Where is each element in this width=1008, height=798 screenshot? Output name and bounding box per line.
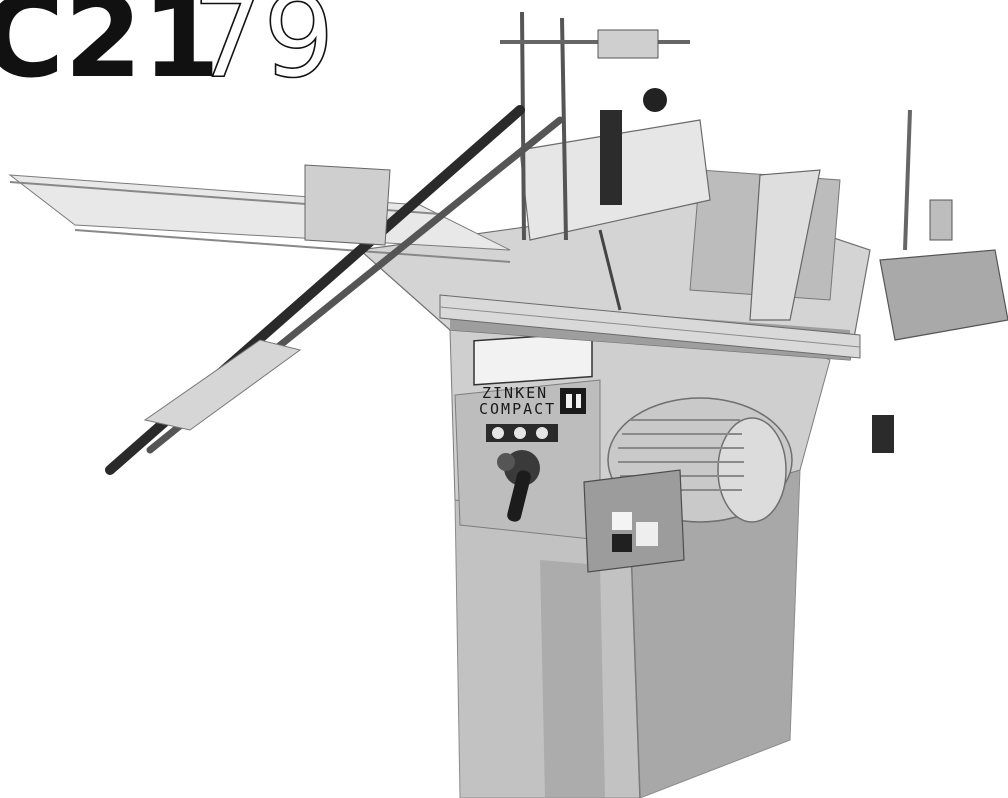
rip-fence [749, 169, 821, 321]
spindle-guard [500, 11, 711, 241]
sliding-carriage [8, 105, 564, 475]
control-dials [486, 424, 558, 442]
miter-fence [439, 294, 861, 359]
logo-solid-text: C21 [0, 0, 220, 103]
logo-outline-text: 79 [192, 0, 335, 103]
brand-plate: ZINKEN COMPACT [473, 331, 593, 418]
extension-table [872, 109, 1008, 453]
brand-line-1: ZINKEN [482, 384, 548, 402]
cabinet-base [454, 469, 801, 798]
brand-line-2: COMPACT [479, 400, 556, 418]
start-button-icon [612, 512, 632, 530]
brand-emblem [560, 388, 586, 414]
height-crank-handle [497, 450, 540, 522]
switch-box [583, 469, 685, 573]
model-logo: C21 79 [0, 0, 335, 104]
stop-button-icon [612, 534, 632, 552]
